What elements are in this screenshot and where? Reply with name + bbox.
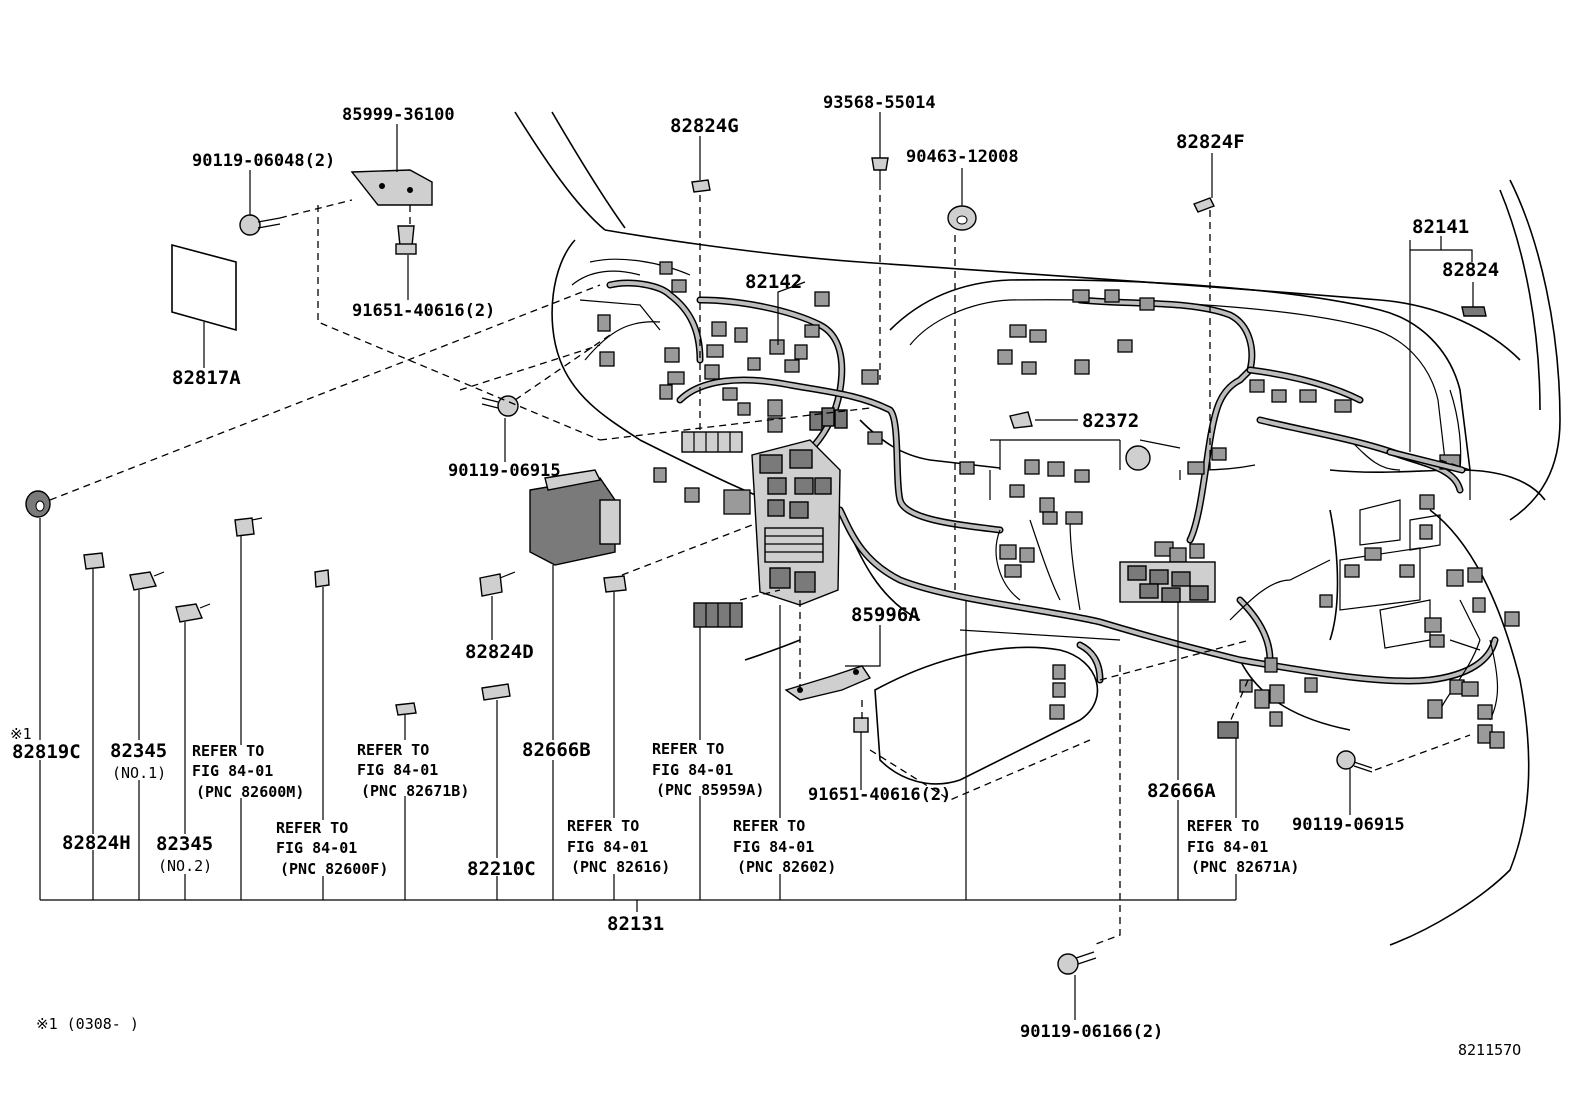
label-82824f: 82824F	[1176, 131, 1245, 153]
ecu-82666b-part	[529, 469, 621, 566]
refer-82616: REFER TO FIG 84-01 (PNC 82616)	[567, 817, 670, 876]
label-82141: 82141	[1412, 216, 1469, 238]
svg-text:REFER TO: REFER TO	[1187, 817, 1259, 835]
label-82372: 82372	[1082, 410, 1139, 432]
label-90119-06915-right: 90119-06915	[1292, 815, 1405, 835]
label-82824: 82824	[1442, 259, 1499, 281]
refer-82600m: REFER TO FIG 84-01 (PNC 82600M)	[192, 742, 304, 801]
refer-82602: REFER TO FIG 84-01 (PNC 82602)	[733, 817, 836, 876]
svg-text:REFER TO: REFER TO	[276, 819, 348, 837]
svg-text:FIG 84-01: FIG 84-01	[733, 838, 814, 856]
small-parts	[25, 157, 1487, 975]
harness-connectors	[597, 261, 1520, 749]
label-90119-06166: 90119-06166(2)	[1020, 1022, 1163, 1042]
svg-text:REFER TO: REFER TO	[192, 742, 264, 760]
label-82824d: 82824D	[465, 641, 534, 663]
svg-text:FIG 84-01: FIG 84-01	[192, 762, 273, 780]
refer-82600f: REFER TO FIG 84-01 (PNC 82600F)	[276, 819, 388, 878]
refer-85959a: REFER TO FIG 84-01 (PNC 85959A)	[652, 740, 764, 799]
label-91651-40616-bottom: 91651-40616(2)	[808, 785, 951, 805]
refer-82671b: REFER TO FIG 84-01 (PNC 82671B)	[357, 741, 469, 800]
svg-text:REFER TO: REFER TO	[357, 741, 429, 759]
svg-text:FIG 84-01: FIG 84-01	[567, 838, 648, 856]
svg-text:(PNC 82671B): (PNC 82671B)	[361, 782, 469, 800]
footnote: ※1 (0308- )	[36, 1015, 139, 1033]
label-82131: 82131	[607, 913, 664, 935]
label-82819c: 82819C	[12, 741, 81, 763]
label-82345-no2-note: (NO.2)	[158, 857, 212, 875]
svg-text:FIG 84-01: FIG 84-01	[1187, 838, 1268, 856]
label-85999-36100: 85999-36100	[342, 105, 455, 125]
label-82345-no1: 82345	[110, 740, 167, 762]
refer-82671a: REFER TO FIG 84-01 (PNC 82671A)	[1187, 817, 1299, 876]
svg-text:(PNC 82600M): (PNC 82600M)	[196, 783, 304, 801]
svg-text:(PNC 82600F): (PNC 82600F)	[280, 860, 388, 878]
label-82345-no2: 82345	[156, 833, 213, 855]
svg-text:(PNC 82671A): (PNC 82671A)	[1191, 858, 1299, 876]
svg-text:(PNC 82602): (PNC 82602)	[737, 858, 836, 876]
svg-text:(PNC 82616): (PNC 82616)	[571, 858, 670, 876]
svg-text:REFER TO: REFER TO	[652, 740, 724, 758]
svg-text:REFER TO: REFER TO	[567, 817, 639, 835]
svg-text:FIG 84-01: FIG 84-01	[357, 761, 438, 779]
label-82142: 82142	[745, 271, 802, 293]
label-91651-40616-top: 91651-40616(2)	[352, 301, 495, 321]
junction-block	[751, 439, 841, 606]
label-82345-no1-note: (NO.1)	[112, 764, 166, 782]
label-82666b: 82666B	[522, 739, 591, 761]
dashed-leaders	[49, 195, 1471, 945]
instrument-panel-outline	[514, 111, 1561, 946]
label-mark-1: ※1	[10, 725, 32, 743]
svg-text:FIG 84-01: FIG 84-01	[276, 839, 357, 857]
label-90119-06915-left: 90119-06915	[448, 461, 561, 481]
label-90463-12008: 90463-12008	[906, 147, 1019, 167]
label-82824g: 82824G	[670, 115, 739, 137]
leader-lines	[39, 112, 1474, 1020]
label-90119-06048: 90119-06048(2)	[192, 151, 335, 171]
figure-code: 821157O	[1458, 1041, 1521, 1059]
label-82817a: 82817A	[172, 367, 241, 389]
label-85996a: 85996A	[851, 604, 920, 626]
label-93568-55014: 93568-55014	[823, 93, 936, 113]
svg-text:REFER TO: REFER TO	[733, 817, 805, 835]
refer-blocks: REFER TO FIG 84-01 (PNC 82600M) REFER TO…	[192, 740, 1299, 878]
label-82210c: 82210C	[467, 858, 536, 880]
svg-text:FIG 84-01: FIG 84-01	[652, 761, 733, 779]
part-labels: 85999-36100 90119-06048(2) 91651-40616(2…	[10, 93, 1499, 1042]
label-82666a: 82666A	[1147, 780, 1216, 802]
svg-text:(PNC 85959A): (PNC 85959A)	[656, 781, 764, 799]
label-82824h: 82824H	[62, 832, 131, 854]
